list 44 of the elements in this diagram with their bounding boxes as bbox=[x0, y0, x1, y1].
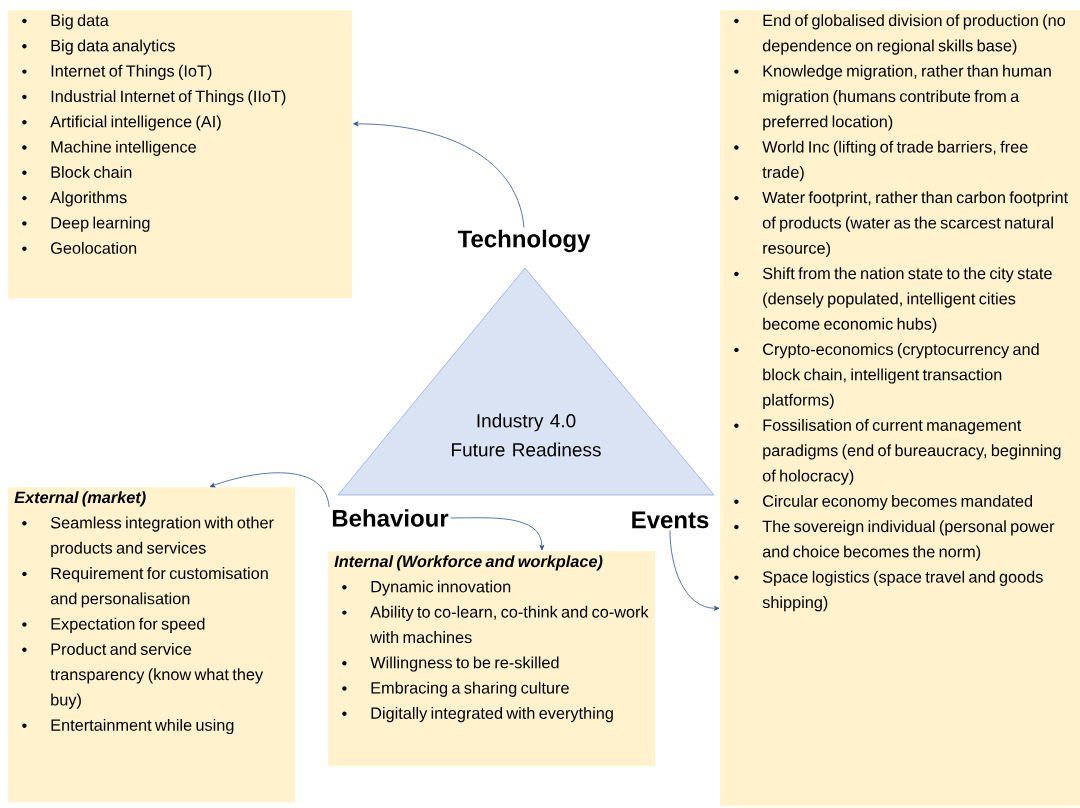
list-item: Deep learning bbox=[22, 216, 150, 232]
list-item: Dynamic innovation bbox=[342, 580, 511, 596]
list-item: End of globalised division of production (no dependence on regional skills base) bbox=[734, 14, 1066, 55]
list-item: Algorithms bbox=[22, 191, 127, 207]
list-item: Geolocation bbox=[22, 241, 137, 254]
list-item: Product and service transparency (know what they buy) bbox=[22, 643, 264, 709]
list-item: Block chain bbox=[22, 166, 132, 178]
list-item: Shift from the nation state to the city state (densely populated, intelligent cities become economic hubs) bbox=[734, 267, 1052, 333]
arrow bbox=[450, 517, 545, 551]
list-item: Entertainment while using bbox=[22, 718, 234, 735]
list-heading: External (market) bbox=[14, 491, 146, 507]
list-item: Big data bbox=[22, 14, 109, 30]
text-box bbox=[8, 487, 296, 803]
list-item: Water footprint, rather than carbon footprint of products (water as the scarcest natural resource) bbox=[734, 191, 1069, 258]
arrow bbox=[669, 530, 720, 611]
list-item: Machine intelligence bbox=[22, 140, 196, 156]
list-item: Space logistics (space travel and goods shipping) bbox=[734, 570, 1043, 612]
list-item: World Inc (lifting of trade barriers, free trade) bbox=[734, 140, 1028, 182]
list-item: Crypto-economics (cryptocurrency and block chain, intelligent transaction platforms) bbox=[734, 343, 1039, 409]
list-item: Embracing a sharing culture bbox=[342, 681, 569, 697]
arrow bbox=[353, 121, 525, 228]
text-box bbox=[720, 10, 1080, 807]
heading: Behaviour bbox=[332, 509, 449, 527]
list-item: Seamless integration with other products and services bbox=[22, 516, 274, 557]
list-item: Willingness to be re-skilled bbox=[342, 656, 559, 672]
list-item: Industrial Internet of Things (IIoT) bbox=[22, 90, 286, 106]
list-heading: Internal (Workforce and workplace) bbox=[334, 555, 603, 571]
list-item: The sovereign individual (personal power and choice becomes the norm) bbox=[734, 520, 1055, 561]
list-item: Internet of Things (IoT) bbox=[22, 64, 212, 80]
heading: Events bbox=[632, 511, 709, 529]
list-item: Expectation for speed bbox=[22, 617, 205, 633]
arrow bbox=[209, 472, 330, 508]
list-item: Artificial intelligence (AI) bbox=[22, 115, 221, 131]
list-item: Circular economy becomes mandated bbox=[734, 494, 1032, 511]
triangle: Industry 4.0 Future Readiness bbox=[337, 267, 715, 496]
list-item: Knowledge migration, rather than human migration (humans contribute from a preferred location) bbox=[734, 64, 1051, 131]
list-item: Big data analytics bbox=[22, 39, 175, 55]
list-item: Requirement for customisation and personalisation bbox=[22, 567, 268, 608]
text-box bbox=[328, 551, 656, 767]
text-box bbox=[8, 10, 353, 299]
list-item: Digitally integrated with everything bbox=[342, 707, 613, 723]
list-item: Fossilisation of current management paradigms (end of bureaucracy, beginning of holocracy) bbox=[734, 419, 1061, 485]
list-item: Ability to co-learn, co-think and co-work with machines bbox=[342, 605, 649, 644]
heading: Technology bbox=[457, 229, 591, 253]
